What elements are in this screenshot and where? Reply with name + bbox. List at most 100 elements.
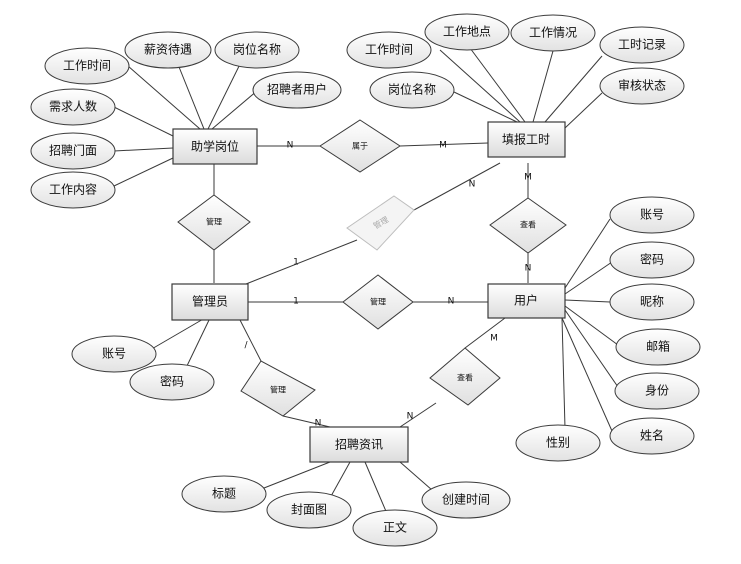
attr-info-created[interactable]: 创建时间 bbox=[421, 481, 511, 519]
line-user-attr bbox=[564, 305, 619, 346]
attr-admin-account[interactable]: 账号 bbox=[71, 335, 157, 373]
attr-label: 招聘者用户 bbox=[267, 82, 327, 97]
cardinality-labels: N M 1 N M N 1 N / N M N bbox=[244, 141, 531, 429]
line-view-info-info bbox=[399, 402, 437, 428]
line-manage-report-report bbox=[413, 162, 501, 211]
attr-post-work-time[interactable]: 工作时间 bbox=[44, 47, 130, 85]
line-report-attr bbox=[544, 55, 603, 123]
line-admin-manage-report bbox=[245, 239, 358, 285]
attr-info-body[interactable]: 正文 bbox=[352, 509, 438, 547]
attr-post-name[interactable]: 岗位名称 bbox=[214, 31, 300, 69]
line-report-attr bbox=[439, 49, 521, 123]
relation-view-report[interactable]: 查看 bbox=[489, 197, 567, 254]
attr-label: 工作时间 bbox=[63, 59, 111, 73]
attr-label: 标题 bbox=[212, 487, 236, 501]
attr-label: 招聘门面 bbox=[49, 143, 97, 158]
attr-label: 岗位名称 bbox=[233, 42, 281, 57]
entity-label: 填报工时 bbox=[502, 132, 550, 147]
line-post-attr bbox=[127, 65, 201, 130]
line-admin-attr bbox=[184, 317, 211, 371]
attr-user-gender[interactable]: 性别 bbox=[515, 424, 601, 462]
attr-post-content[interactable]: 工作内容 bbox=[30, 171, 116, 209]
attr-user-account[interactable]: 账号 bbox=[609, 196, 695, 234]
attr-label: 需求人数 bbox=[49, 99, 97, 114]
line-belongs-report bbox=[399, 142, 489, 147]
entity-label: 用户 bbox=[514, 293, 538, 308]
line-admin-attr bbox=[149, 317, 206, 351]
relation-manage-report[interactable]: 管理 bbox=[346, 195, 415, 251]
attr-label: 性别 bbox=[546, 436, 570, 450]
attr-label: 工时记录 bbox=[618, 38, 666, 52]
attr-label: 账号 bbox=[102, 347, 126, 361]
card-label: M bbox=[439, 141, 447, 151]
line-post-attr bbox=[113, 106, 174, 137]
card-label: M bbox=[524, 173, 532, 183]
relation-label: 管理 bbox=[370, 297, 386, 307]
attr-label: 审核状态 bbox=[618, 78, 666, 93]
line-admin-manage-info bbox=[239, 319, 262, 362]
attr-label: 工作时间 bbox=[365, 43, 413, 57]
line-user-attr bbox=[564, 299, 611, 303]
line-report-attr bbox=[564, 92, 603, 129]
line-user-view-info bbox=[464, 317, 506, 349]
connection-lines bbox=[113, 47, 619, 517]
entity-user[interactable]: 用户 bbox=[487, 283, 566, 319]
attr-report-location[interactable]: 工作地点 bbox=[424, 13, 510, 51]
line-user-attr bbox=[561, 317, 613, 432]
line-report-attr bbox=[453, 91, 518, 123]
attr-label: 昵称 bbox=[640, 295, 664, 309]
entity-recruit-info[interactable]: 招聘资讯 bbox=[309, 426, 409, 463]
attr-user-realname[interactable]: 姓名 bbox=[609, 417, 695, 455]
attr-post-headcount[interactable]: 需求人数 bbox=[30, 88, 116, 126]
attr-label: 工作内容 bbox=[49, 182, 97, 197]
entity-assistant-post[interactable]: 助学岗位 bbox=[172, 128, 258, 165]
relation-manage-user[interactable]: 管理 bbox=[342, 274, 414, 330]
attr-post-salary[interactable]: 薪资待遇 bbox=[124, 31, 212, 69]
relation-label: 管理 bbox=[270, 385, 286, 395]
entity-admin[interactable]: 管理员 bbox=[171, 283, 249, 321]
line-user-attr bbox=[564, 309, 619, 388]
relation-manage-info[interactable]: 管理 bbox=[240, 360, 316, 417]
card-label: N bbox=[448, 297, 455, 307]
attr-label: 密码 bbox=[640, 252, 664, 267]
attr-label: 邮箱 bbox=[646, 339, 670, 354]
line-info-attr bbox=[329, 461, 351, 499]
attr-admin-password[interactable]: 密码 bbox=[129, 363, 215, 401]
attr-label: 账号 bbox=[640, 208, 664, 222]
entity-work-report[interactable]: 填报工时 bbox=[487, 121, 566, 158]
attr-label: 密码 bbox=[160, 374, 184, 389]
line-info-attr bbox=[364, 461, 389, 517]
relation-manage-post[interactable]: 管理 bbox=[177, 194, 251, 251]
attr-report-review[interactable]: 审核状态 bbox=[599, 67, 685, 105]
attr-user-identity[interactable]: 身份 bbox=[614, 372, 700, 410]
attr-label: 身份 bbox=[645, 383, 669, 398]
card-label: 1 bbox=[293, 258, 299, 268]
card-label: N bbox=[469, 180, 476, 190]
attr-label: 封面图 bbox=[291, 503, 327, 517]
line-info-attr bbox=[399, 461, 433, 491]
attr-label: 创建时间 bbox=[442, 493, 490, 507]
relation-belongs[interactable]: 属于 bbox=[319, 119, 401, 173]
attr-label: 岗位名称 bbox=[388, 82, 436, 97]
line-user-attr bbox=[564, 218, 611, 289]
attr-report-work-time[interactable]: 工作时间 bbox=[346, 31, 432, 69]
attr-label: 姓名 bbox=[640, 428, 664, 443]
attr-report-hours[interactable]: 工时记录 bbox=[599, 26, 685, 64]
line-post-attr bbox=[113, 147, 174, 152]
relation-view-info[interactable]: 查看 bbox=[429, 347, 501, 406]
line-manage-info-info bbox=[282, 415, 331, 428]
attr-post-storefront[interactable]: 招聘门面 bbox=[30, 132, 116, 170]
attr-report-status[interactable]: 工作情况 bbox=[510, 14, 596, 52]
entity-label: 助学岗位 bbox=[191, 139, 239, 154]
attr-user-email[interactable]: 邮箱 bbox=[615, 328, 701, 366]
card-label: / bbox=[244, 341, 248, 351]
attr-user-nickname[interactable]: 昵称 bbox=[609, 283, 695, 321]
attr-post-recruiter[interactable]: 招聘者用户 bbox=[252, 71, 342, 109]
attr-user-password[interactable]: 密码 bbox=[609, 241, 695, 279]
card-label: M bbox=[490, 334, 498, 344]
line-user-attr bbox=[561, 317, 566, 429]
attr-info-cover[interactable]: 封面图 bbox=[266, 491, 352, 529]
card-label: N bbox=[525, 264, 532, 274]
attr-report-post-name[interactable]: 岗位名称 bbox=[369, 71, 455, 109]
attr-info-title[interactable]: 标题 bbox=[181, 475, 267, 513]
